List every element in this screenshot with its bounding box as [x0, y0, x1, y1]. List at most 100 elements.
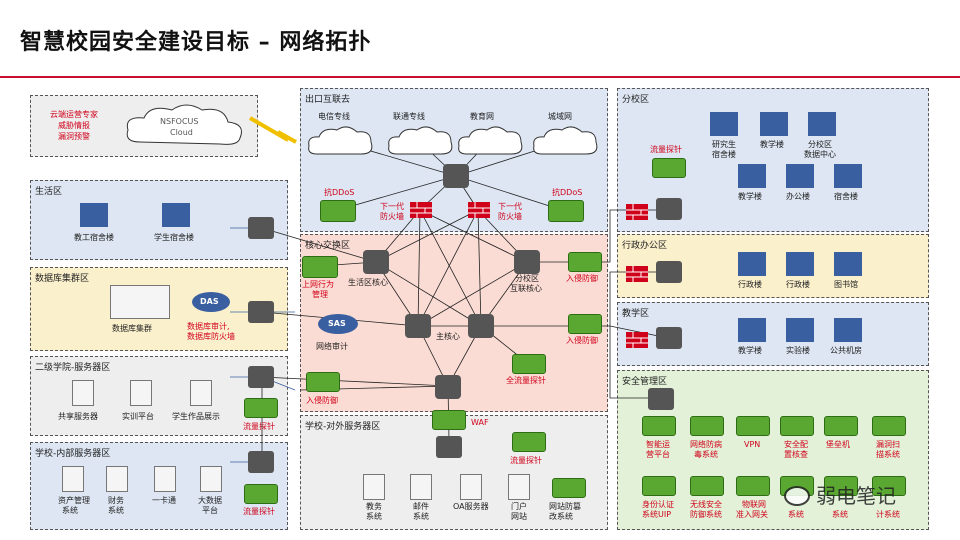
- security-device-icon: [872, 476, 906, 496]
- cloud-name: Cloud: [170, 128, 193, 137]
- switch-icon: [656, 198, 682, 220]
- building-icon: [786, 164, 814, 188]
- switch-icon: [248, 366, 274, 388]
- link-label: 教育网: [470, 112, 494, 121]
- probe-icon: [512, 432, 546, 452]
- server-label: 学生作品展示: [172, 412, 220, 421]
- building-icon: [710, 112, 738, 136]
- ngfw-label: 下一代: [380, 202, 404, 211]
- security-device-label: 准入网关: [736, 510, 768, 519]
- firewall-icon: [410, 202, 432, 218]
- server-label: 改系统: [549, 512, 573, 521]
- security-device-icon: [642, 416, 676, 436]
- das-desc: 数据库防火墙: [187, 332, 235, 341]
- building-label: 实验楼: [786, 346, 810, 355]
- behavior-label: 上网行为: [302, 280, 334, 289]
- server-label: 系统: [366, 512, 382, 521]
- server-label: OA服务器: [453, 502, 489, 511]
- building-label: 图书馆: [834, 280, 858, 289]
- server-label: 一卡通: [152, 496, 176, 505]
- zone-label: 教学区: [622, 309, 650, 319]
- core-switch-icon: [435, 375, 461, 399]
- cloud-service-label: 威胁情报: [58, 121, 90, 130]
- building-label: 宿舍楼: [712, 150, 736, 159]
- waf-icon: [432, 410, 466, 430]
- server-icon: [200, 466, 222, 492]
- building-label: 宿舍楼: [834, 192, 858, 201]
- cloud-icon: [388, 126, 453, 155]
- link-label: 联通专线: [393, 112, 425, 121]
- title-underline: [0, 76, 960, 78]
- security-device-icon: [642, 476, 676, 496]
- full-probe-icon: [512, 354, 546, 374]
- security-device-icon: [736, 416, 770, 436]
- core-switch-icon: [363, 250, 389, 274]
- building-label: 行政楼: [786, 280, 810, 289]
- cloud-icon: [458, 126, 523, 155]
- switch-icon: [248, 451, 274, 473]
- security-device-icon: [872, 416, 906, 436]
- server-label: 邮件: [413, 502, 429, 511]
- server-icon: [154, 466, 176, 492]
- security-device-label: 身份认证: [642, 500, 674, 509]
- building-label: 数据中心: [804, 150, 836, 159]
- firewall-icon: [626, 204, 648, 220]
- zone-label: 生活区: [35, 187, 63, 197]
- server-label: 网站防篡: [549, 502, 581, 511]
- switch-icon: [248, 301, 274, 323]
- server-label: 系统: [62, 506, 78, 515]
- anti-ddos-icon: [320, 200, 356, 222]
- router-icon: [443, 164, 469, 188]
- core-label: 生活区核心: [348, 278, 388, 287]
- building-icon: [80, 203, 108, 227]
- das-icon: [192, 292, 230, 312]
- server-icon: [190, 380, 212, 406]
- building-icon: [834, 318, 862, 342]
- db-cluster-label: 数据库集群: [112, 324, 152, 333]
- building-label: 教学楼: [760, 140, 784, 149]
- ips-icon: [568, 314, 602, 334]
- building-icon: [786, 318, 814, 342]
- core-label: 分校区: [515, 274, 539, 283]
- zone-label: 核心交换区: [305, 241, 351, 251]
- server-label: 系统: [413, 512, 429, 521]
- cloud-service-label: 云端运营专家: [50, 110, 98, 119]
- behavior-mgmt-icon: [302, 256, 338, 278]
- security-device-label: VPN: [744, 440, 761, 449]
- building-icon: [834, 164, 862, 188]
- zone-label: 分校区: [622, 95, 650, 105]
- zone-label: 学校-对外服务器区: [305, 422, 381, 432]
- das-desc: 数据库审计,: [187, 322, 230, 331]
- security-device-label: 智能运: [646, 440, 670, 449]
- server-label: 大数据: [198, 496, 222, 505]
- zone-label: 二级学院-服务器区: [35, 363, 111, 373]
- building-icon: [760, 112, 788, 136]
- probe-label: 流量探针: [650, 145, 682, 154]
- security-device-icon: [690, 476, 724, 496]
- sas-label: SAS: [328, 319, 346, 328]
- probe-icon: [652, 158, 686, 178]
- core-switch-icon: [405, 314, 431, 338]
- server-label: 平台: [202, 506, 218, 515]
- server-label: 共享服务器: [58, 412, 98, 421]
- ips-icon: [568, 252, 602, 272]
- server-label: 资产管理: [58, 496, 90, 505]
- ips-label: 入侵防御: [566, 336, 598, 345]
- security-device-label: 网络防病: [690, 440, 722, 449]
- probe-label: 流量探针: [510, 456, 542, 465]
- server-label: 财务: [108, 496, 124, 505]
- building-label: 行政楼: [738, 280, 762, 289]
- zone-label: 数据库集群区: [35, 274, 90, 284]
- sas-icon: [318, 314, 358, 334]
- wechat-icon: [784, 486, 810, 506]
- security-device-icon: [824, 416, 858, 436]
- ips-icon: [306, 372, 340, 392]
- server-icon: [363, 474, 385, 500]
- zone-label: 学校-内部服务器区: [35, 449, 111, 459]
- security-device-label: 安全配: [784, 440, 808, 449]
- core-switch-icon: [514, 250, 540, 274]
- security-device-label: 描系统: [876, 450, 900, 459]
- building-icon: [738, 318, 766, 342]
- security-device-icon: [824, 476, 858, 496]
- security-device-icon: [736, 476, 770, 496]
